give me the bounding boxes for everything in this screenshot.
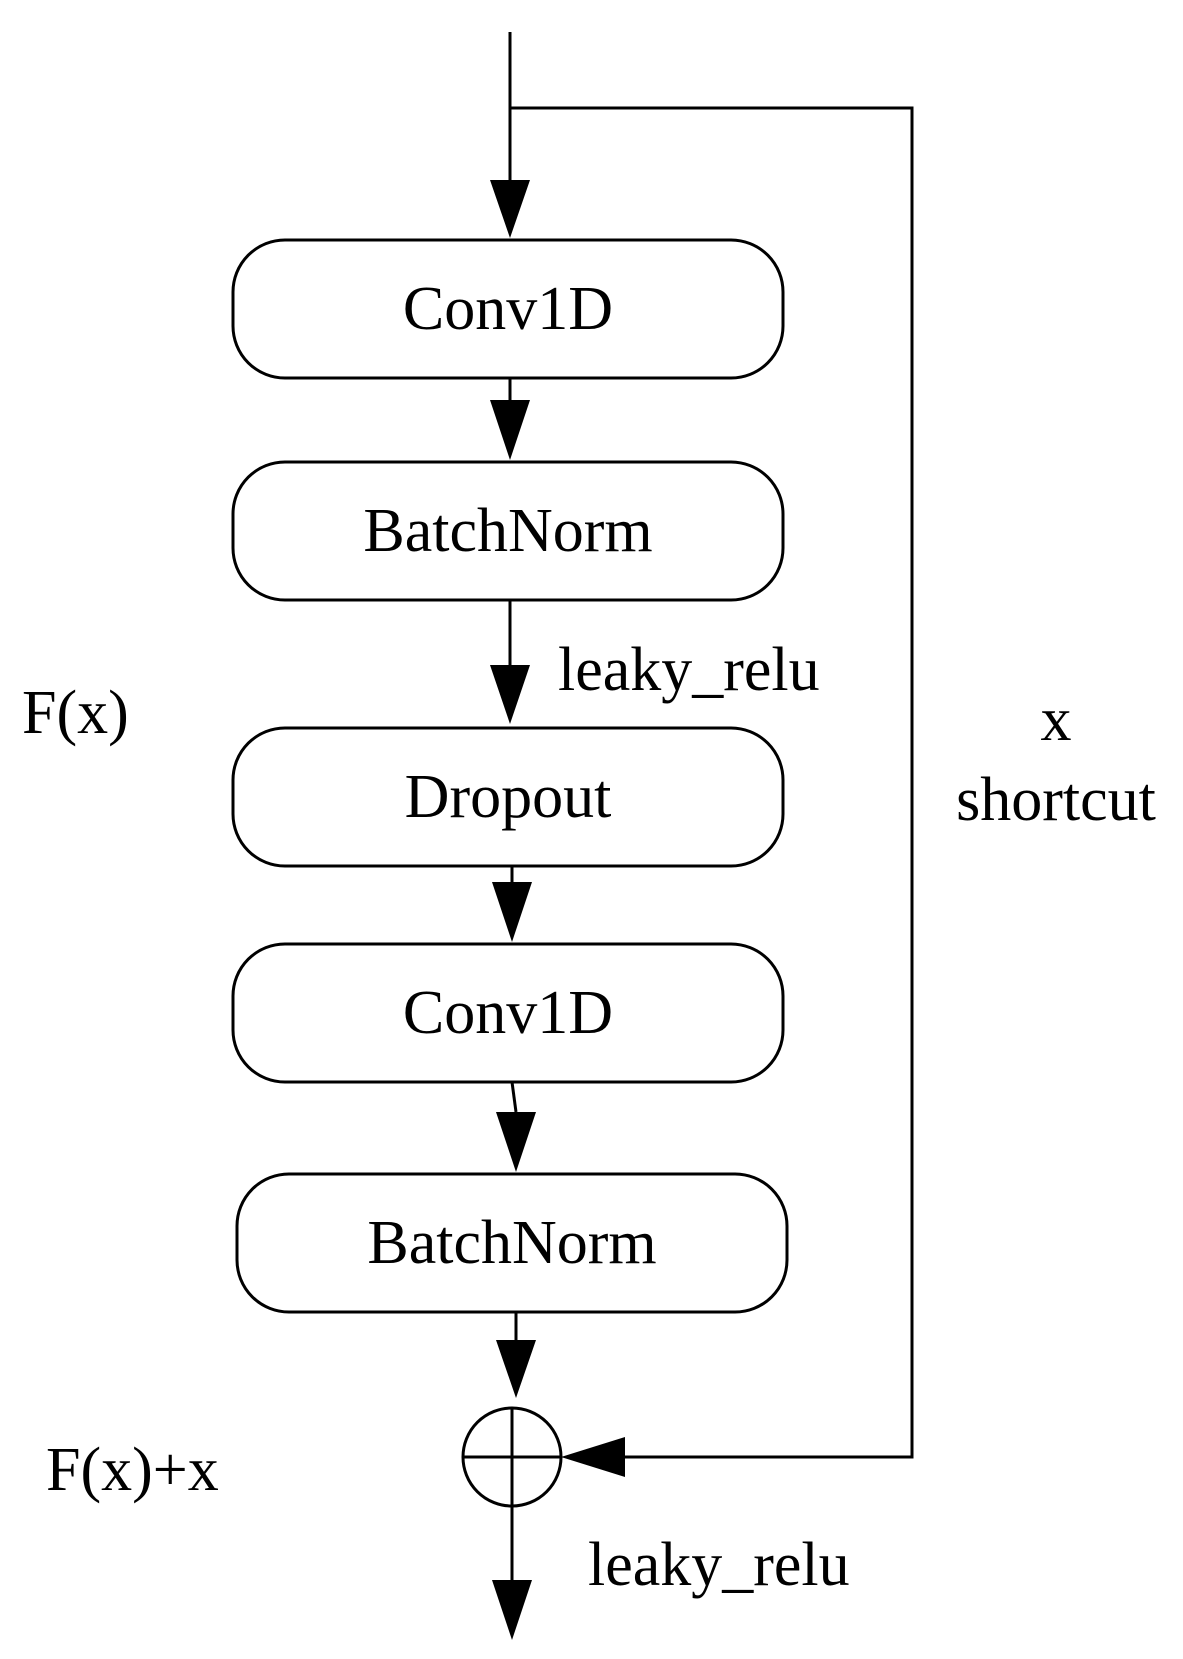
arrow-1-head xyxy=(490,400,530,460)
input-arrowhead xyxy=(490,180,530,238)
shortcut-path xyxy=(510,106,914,1459)
arrow-5-head xyxy=(496,1340,536,1398)
shortcut-x-label: x xyxy=(1041,686,1072,754)
shortcut-word-label: shortcut xyxy=(956,766,1156,834)
block-batchnorm-2-label: BatchNorm xyxy=(367,1209,656,1277)
output-arrowhead xyxy=(492,1580,532,1640)
block-conv1d-2-label: Conv1D xyxy=(403,979,613,1047)
block-conv1d-1-label: Conv1D xyxy=(403,275,613,343)
activation-label-1: leaky_relu xyxy=(558,636,820,704)
sum-output-label: F(x)+x xyxy=(46,1436,219,1504)
block-conv1d-1: Conv1D xyxy=(231,238,785,380)
block-batchnorm-2: BatchNorm xyxy=(235,1172,789,1314)
residual-function-label: F(x) xyxy=(22,679,129,747)
block-dropout-label: Dropout xyxy=(405,763,612,831)
arrow-4-head xyxy=(496,1112,536,1172)
block-dropout: Dropout xyxy=(231,726,785,868)
block-batchnorm-1: BatchNorm xyxy=(231,460,785,602)
block-conv1d-2: Conv1D xyxy=(231,942,785,1084)
block-batchnorm-1-label: BatchNorm xyxy=(363,497,652,565)
arrow-2-head xyxy=(490,665,530,724)
sum-node xyxy=(461,1406,563,1508)
arrow-3-head xyxy=(492,882,532,942)
arrow-4-line xyxy=(510,1081,518,1113)
shortcut-arrowhead xyxy=(561,1437,625,1477)
activation-label-2: leaky_relu xyxy=(588,1531,850,1599)
